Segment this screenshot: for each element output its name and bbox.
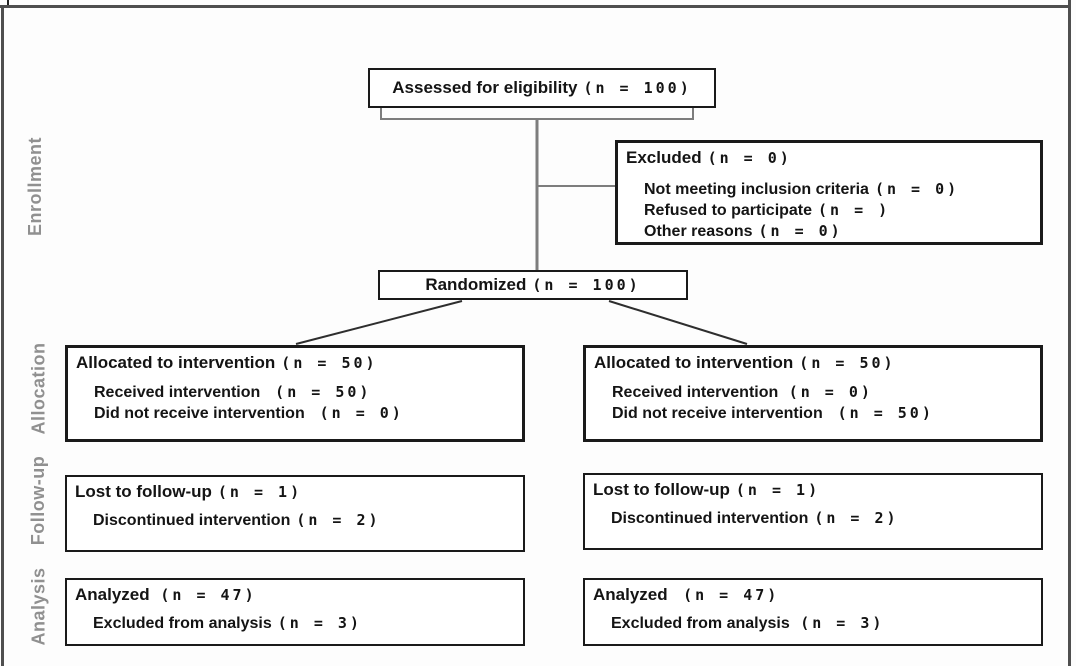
line-text: Received intervention bbox=[612, 384, 783, 401]
line-text: Excluded bbox=[626, 148, 702, 167]
analysis-left-box: Analyzed (n = 47) Excluded from analysis… bbox=[65, 578, 525, 646]
line-n-value: (n = 47) bbox=[683, 586, 780, 604]
line-text: Randomized bbox=[425, 275, 527, 294]
line-text: Did not receive intervention bbox=[94, 405, 314, 422]
line-text: Discontinued intervention bbox=[93, 512, 291, 529]
allocation-left-box: Allocated to intervention (n = 50) Receiv… bbox=[65, 345, 525, 442]
line-n-value: (n = 1) bbox=[735, 481, 821, 499]
randomized-box: Randomized (n = 100) bbox=[378, 270, 688, 300]
line-text: Refused to participate bbox=[644, 202, 813, 219]
spacer bbox=[593, 605, 1033, 613]
bracket-under-assessed bbox=[380, 108, 694, 120]
followup-left-box: Lost to follow-up (n = 1) Discontinued in… bbox=[65, 475, 525, 552]
line-n-value: (n = 47) bbox=[160, 586, 257, 604]
excluded-box: Excluded (n = 0) Not meeting inclusion cr… bbox=[615, 140, 1043, 245]
diagonal-right-arm bbox=[608, 300, 748, 345]
followup-right-box: Lost to follow-up (n = 1) Discontinued in… bbox=[583, 473, 1043, 550]
box-line: Allocated to intervention (n = 50) bbox=[594, 353, 1032, 373]
line-text: Analyzed bbox=[75, 585, 155, 604]
frame-top-border bbox=[0, 5, 1071, 8]
line-text: Lost to follow-up bbox=[593, 480, 730, 499]
analysis-right-box: Analyzed (n = 47) Excluded from analysis… bbox=[583, 578, 1043, 646]
stage-label-text: Follow-up bbox=[28, 455, 49, 545]
line-n-value: (n = 1) bbox=[217, 483, 303, 501]
diagonal-left-arm bbox=[295, 300, 463, 345]
box-line: Discontinued intervention (n = 2) bbox=[593, 508, 1033, 529]
line-n-value: (n = 100) bbox=[532, 276, 641, 294]
line-n-value: (n = 2) bbox=[814, 509, 899, 527]
line-text: Lost to follow-up bbox=[75, 482, 212, 501]
line-text: Not meeting inclusion criteria bbox=[644, 181, 869, 198]
line-text: Discontinued intervention bbox=[611, 510, 809, 527]
box-line: Lost to follow-up (n = 1) bbox=[593, 480, 1033, 500]
line-n-value: (n = 0) bbox=[758, 222, 843, 240]
line-text: Allocated to intervention bbox=[594, 353, 794, 372]
allocation-right-box: Allocated to intervention (n = 50) Receiv… bbox=[583, 345, 1043, 442]
line-n-value: (n = 0) bbox=[319, 404, 404, 422]
stage-label-enrollment: Enrollment bbox=[0, 116, 106, 256]
line-n-value: (n = 50) bbox=[837, 404, 934, 422]
line-text: Excluded from analysis bbox=[611, 615, 795, 632]
box-line: Randomized (n = 100) bbox=[425, 275, 640, 295]
box-line: Assessed for eligibility (n = 100) bbox=[392, 78, 691, 98]
box-line: Other reasons (n = 0) bbox=[626, 221, 1032, 242]
spacer bbox=[593, 500, 1033, 508]
spacer bbox=[594, 373, 1032, 382]
stage-label-text: Allocation bbox=[28, 341, 49, 435]
stage-label-text: Enrollment bbox=[25, 136, 46, 236]
box-line: Did not receive intervention (n = 0) bbox=[76, 403, 514, 424]
assessed-box: Assessed for eligibility (n = 100) bbox=[368, 68, 716, 108]
box-line: Analyzed (n = 47) bbox=[593, 585, 1033, 605]
line-text: Allocated to intervention bbox=[76, 353, 276, 372]
box-line: Received intervention (n = 0) bbox=[594, 382, 1032, 403]
box-line: Analyzed (n = 47) bbox=[75, 585, 515, 605]
spacer bbox=[75, 502, 515, 510]
line-text: Analyzed bbox=[593, 585, 678, 604]
box-line: Lost to follow-up (n = 1) bbox=[75, 482, 515, 502]
box-line: Not meeting inclusion criteria (n = 0) bbox=[626, 179, 1032, 200]
line-text: Excluded from analysis bbox=[93, 615, 272, 632]
box-line: Discontinued intervention (n = 2) bbox=[75, 510, 515, 531]
line-n-value: (n = 3) bbox=[277, 614, 362, 632]
line-n-value: (n = ) bbox=[818, 201, 891, 219]
spacer bbox=[75, 605, 515, 613]
box-line: Received intervention (n = 50) bbox=[76, 382, 514, 403]
spacer bbox=[76, 373, 514, 382]
box-line: Did not receive intervention (n = 50) bbox=[594, 403, 1032, 424]
line-n-value: (n = 0) bbox=[788, 383, 873, 401]
line-text: Did not receive intervention bbox=[612, 405, 832, 422]
box-line: Excluded (n = 0) bbox=[626, 148, 1032, 168]
line-n-value: (n = 3) bbox=[800, 614, 885, 632]
line-n-value: (n = 100) bbox=[583, 79, 692, 97]
line-n-value: (n = 50) bbox=[275, 383, 372, 401]
frame-left-border bbox=[1, 5, 4, 666]
line-text: Other reasons bbox=[644, 223, 753, 240]
box-line: Refused to participate (n = ) bbox=[626, 200, 1032, 221]
line-n-value: (n = 2) bbox=[296, 511, 381, 529]
line-text: Received intervention bbox=[94, 384, 270, 401]
line-text: Assessed for eligibility bbox=[392, 78, 578, 97]
spacer bbox=[626, 168, 1032, 179]
frame-corner-tick bbox=[7, 0, 9, 5]
line-n-value: (n = 50) bbox=[799, 354, 896, 372]
frame-right-border bbox=[1068, 0, 1071, 666]
box-line: Excluded from analysis (n = 3) bbox=[593, 613, 1033, 634]
line-n-value: (n = 0) bbox=[874, 180, 960, 198]
box-line: Allocated to intervention (n = 50) bbox=[76, 353, 514, 373]
line-n-value: (n = 0) bbox=[707, 149, 792, 167]
stage-label-text: Analysis bbox=[28, 566, 49, 646]
box-line: Excluded from analysis (n = 3) bbox=[75, 613, 515, 634]
line-n-value: (n = 50) bbox=[281, 354, 378, 372]
